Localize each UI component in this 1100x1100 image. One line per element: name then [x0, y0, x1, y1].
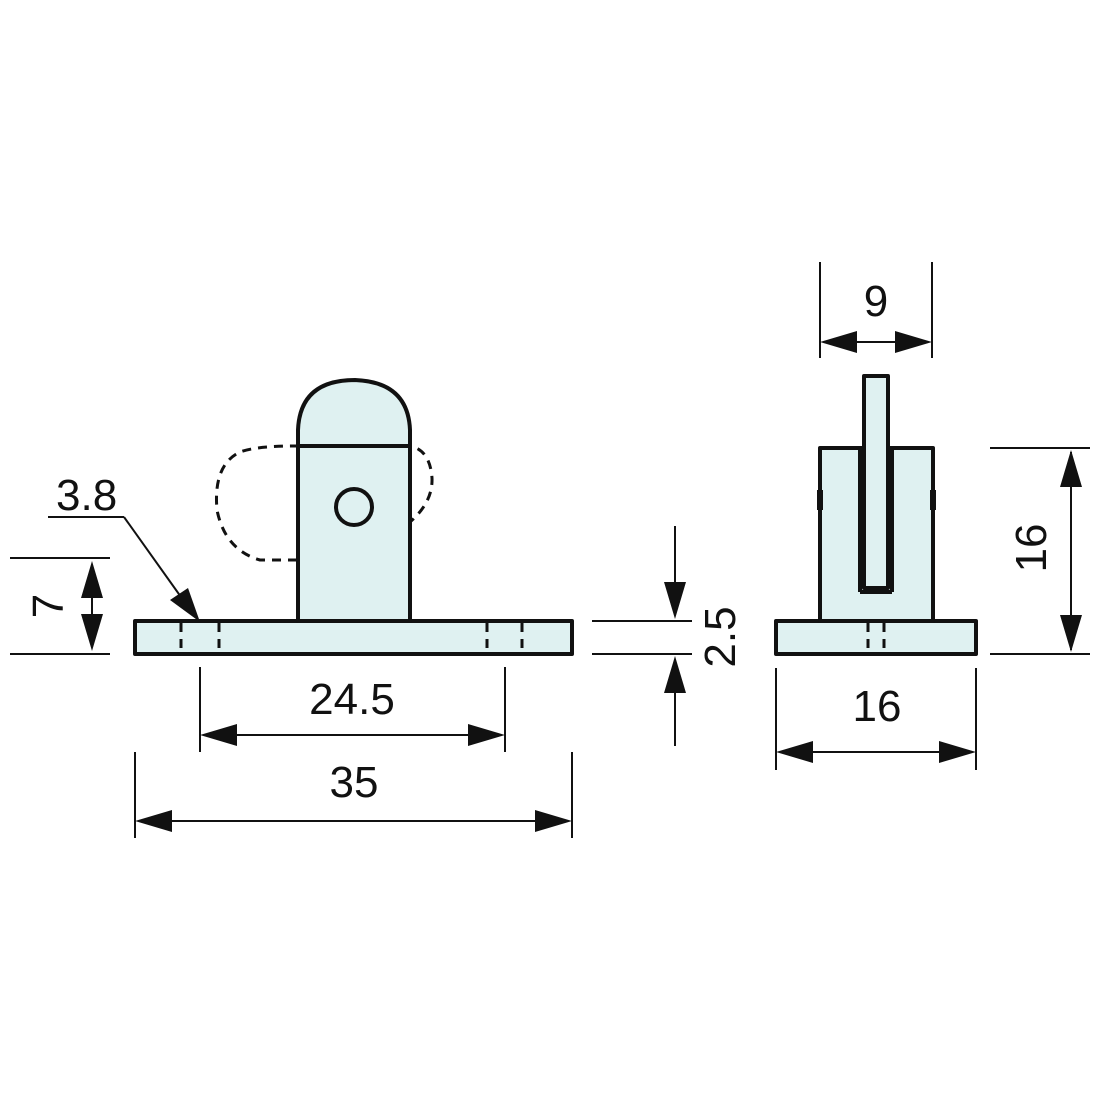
dim-label-body-height: 16 [1007, 524, 1056, 573]
dim-base-height-side: 7 [10, 557, 110, 655]
dim-arrow-right [895, 331, 932, 353]
base-plate [133, 619, 574, 656]
center-tab [862, 374, 890, 590]
dim-hole-diameter: 3.8 [48, 471, 200, 622]
dim-label-hole-diameter: 3.8 [56, 471, 117, 520]
leader-arrow [170, 588, 200, 622]
dim-hole-spacing: 24.5 [199, 667, 506, 752]
dim-arrow-up [1060, 450, 1082, 487]
dim-arrow-right [535, 810, 572, 832]
dim-label-hole-spacing: 24.5 [309, 675, 395, 724]
dim-label-base-thickness: 2.5 [696, 606, 745, 667]
dim-arrow-right [939, 741, 976, 763]
pivot-hole [334, 487, 374, 527]
side-base-plate [774, 619, 978, 656]
side-view [774, 374, 978, 656]
dim-body-height: 16 [990, 447, 1090, 655]
dim-arrow-down [1060, 615, 1082, 652]
dim-arrow-up [81, 561, 103, 598]
dim-label-base-height: 7 [24, 594, 73, 618]
dim-arrow-right [468, 724, 505, 746]
dim-slot-width: 9 [819, 262, 933, 358]
dim-label-base-length: 35 [330, 758, 379, 807]
dim-arrow-left [820, 331, 857, 353]
tab-swing-outline [214, 444, 434, 562]
leader-line [123, 516, 187, 605]
dim-arrow-left [776, 741, 813, 763]
front-view [133, 378, 574, 656]
dim-arrow-left [200, 724, 237, 746]
dim-base-thickness: 2.5 [592, 526, 745, 746]
dim-label-slot-width: 9 [864, 277, 888, 326]
dim-arrow-down [81, 614, 103, 651]
dim-arrow-up [664, 656, 686, 693]
dim-base-width: 16 [775, 668, 977, 770]
dim-label-base-width: 16 [853, 682, 902, 731]
dim-arrow-down [664, 582, 686, 619]
dim-base-length: 35 [134, 752, 573, 838]
dim-arrow-left [135, 810, 172, 832]
